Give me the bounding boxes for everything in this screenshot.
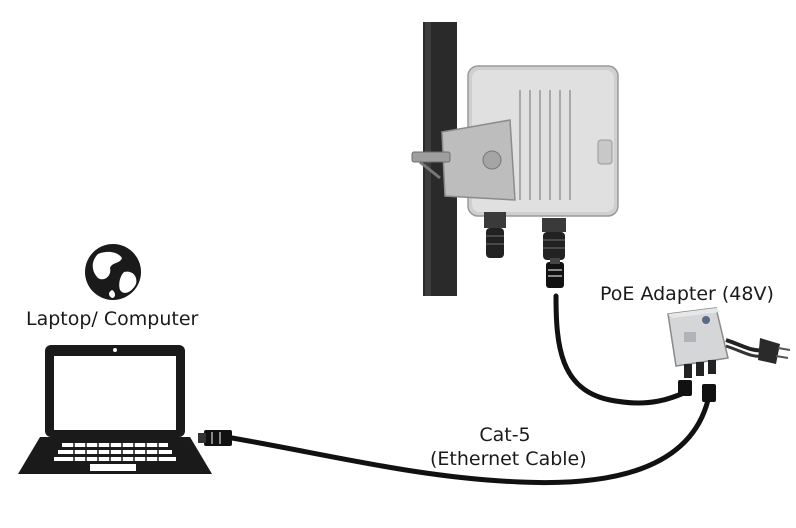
ethernet-cable-ap-to-poe: [553, 293, 689, 406]
outdoor-access-point-icon: [411, 65, 619, 260]
rj45-connector-icon: [546, 258, 564, 288]
rj45-connector-icon: [198, 430, 232, 446]
poe-adapter-label: PoE Adapter (48V): [600, 283, 774, 305]
ethernet-cable-laptop-to-poe: [229, 397, 711, 486]
globe-icon: [85, 244, 141, 300]
cable-label-line2: (Ethernet Cable): [430, 448, 587, 470]
rj45-connector-icon: [678, 380, 716, 402]
cable-label: Cat-5 (Ethernet Cable): [430, 423, 587, 471]
laptop-icon: [18, 345, 212, 474]
power-plug-icon: [725, 338, 791, 364]
cable-label-line1: Cat-5: [479, 424, 531, 446]
laptop-label: Laptop/ Computer: [26, 308, 199, 330]
poe-adapter-icon: [667, 307, 729, 378]
